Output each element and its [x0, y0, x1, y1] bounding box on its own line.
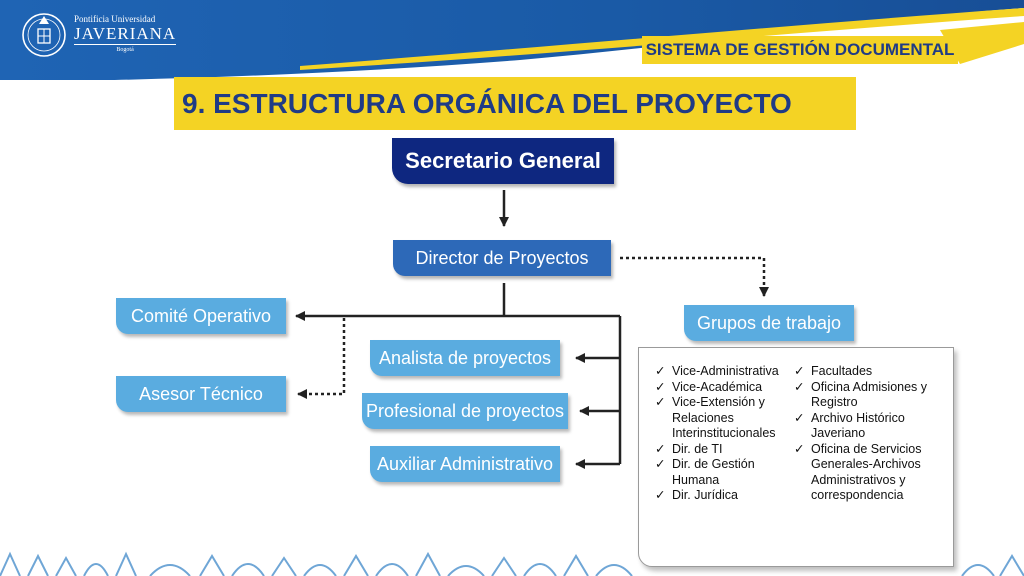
- logo-line-2: JAVERIANA: [74, 24, 177, 45]
- slide-title: 9. ESTRUCTURA ORGÁNICA DEL PROYECTO: [182, 88, 792, 119]
- list-item: Vice-Extensión y Relaciones Interinstitu…: [655, 395, 805, 442]
- list-item: Dir. de TI: [655, 442, 805, 458]
- node-secretario-general[interactable]: Secretario General: [392, 138, 614, 184]
- logo-line-3: Bogotá: [116, 47, 134, 53]
- groups-list-right: Facultades Oficina Admisiones y Registro…: [794, 364, 954, 504]
- node-comite-operativo[interactable]: Comité Operativo: [116, 298, 286, 334]
- list-item: Facultades: [794, 364, 954, 380]
- list-item: Dir. Jurídica: [655, 488, 805, 504]
- groups-panel: Vice-Administrativa Vice-Académica Vice-…: [638, 347, 954, 567]
- node-asesor-tecnico[interactable]: Asesor Técnico: [116, 376, 286, 412]
- decorative-bottom-pattern: [0, 551, 1024, 576]
- list-item: Dir. de Gestión Humana: [655, 457, 805, 488]
- list-item: Archivo Histórico Javeriano: [794, 411, 954, 442]
- list-item: Oficina Admisiones y Registro: [794, 380, 954, 411]
- node-analista-proyectos[interactable]: Analista de proyectos: [370, 340, 560, 376]
- dotted-connector-asesor: [297, 318, 346, 399]
- list-item: Oficina de Servicios Generales-Archivos …: [794, 442, 954, 504]
- node-auxiliar-administrativo[interactable]: Auxiliar Administrativo: [370, 446, 560, 482]
- university-logo[interactable]: Pontificia Universidad JAVERIANA Bogotá: [20, 10, 177, 58]
- groups-list-left: Vice-Administrativa Vice-Académica Vice-…: [655, 364, 805, 504]
- system-title: SISTEMA DE GESTIÓN DOCUMENTAL: [642, 36, 958, 64]
- university-crest-icon: [22, 13, 66, 57]
- slide-title-box: 9. ESTRUCTURA ORGÁNICA DEL PROYECTO: [174, 77, 856, 130]
- node-director-proyectos[interactable]: Director de Proyectos: [393, 240, 611, 276]
- node-grupos-trabajo[interactable]: Grupos de trabajo: [684, 305, 854, 341]
- list-item: Vice-Académica: [655, 380, 805, 396]
- logo-line-1: Pontificia Universidad: [74, 14, 156, 24]
- dotted-connector-grupos: [620, 256, 769, 297]
- node-profesional-proyectos[interactable]: Profesional de proyectos: [362, 393, 568, 429]
- list-item: Vice-Administrativa: [655, 364, 805, 380]
